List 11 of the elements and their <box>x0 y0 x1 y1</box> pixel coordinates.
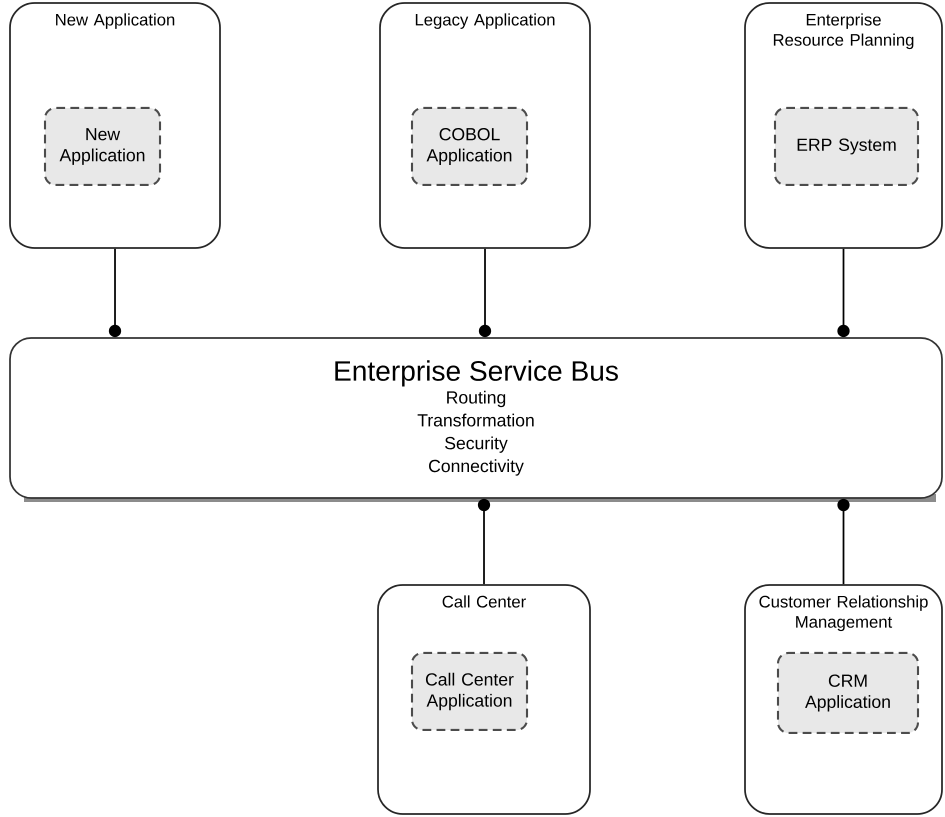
connector-line <box>478 248 492 338</box>
component-box: New Application <box>44 106 162 186</box>
connector-line <box>837 248 850 338</box>
component-box: Call Center Application <box>410 652 528 732</box>
bus-box: Enterprise Service Bus Routing Transformation Security Connectivity <box>9 337 943 502</box>
connector-line <box>837 498 850 584</box>
connector-line <box>478 498 490 584</box>
connector-line <box>108 248 122 338</box>
component-box: CRM Application <box>776 652 920 734</box>
component-box: ERP System <box>774 106 920 186</box>
component-box: COBOL Application <box>410 106 528 186</box>
